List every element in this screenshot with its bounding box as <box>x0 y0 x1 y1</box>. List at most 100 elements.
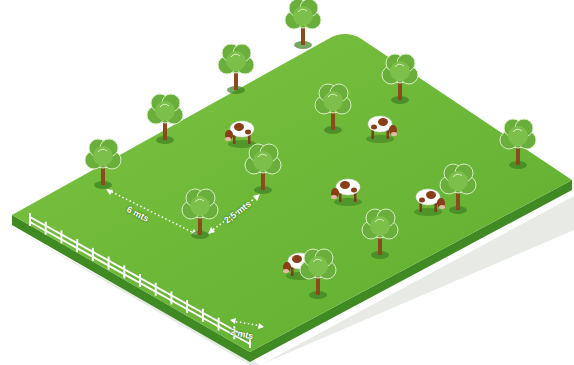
tree <box>440 164 476 214</box>
dimension-lines <box>106 189 264 329</box>
cow-spot <box>419 198 425 203</box>
tree <box>315 84 351 134</box>
cow-body <box>336 179 360 195</box>
tree-crown <box>508 126 528 146</box>
tree-highlight <box>395 64 404 67</box>
cow-spot <box>340 181 350 189</box>
cow-muzzle <box>283 269 289 273</box>
tree-crown <box>390 61 410 81</box>
fence-post <box>45 222 47 235</box>
tree-crown <box>293 6 313 26</box>
tree <box>147 94 183 144</box>
cow-head <box>283 262 291 272</box>
tree-trunk <box>198 217 202 235</box>
tree <box>300 249 336 299</box>
fence-rail <box>30 217 250 339</box>
cow-head <box>225 130 233 140</box>
tree <box>382 54 418 104</box>
cow-spot <box>371 125 377 130</box>
cow-muzzle <box>331 195 337 199</box>
tree-highlight <box>513 129 522 132</box>
fence-post <box>29 213 31 226</box>
fence-post <box>155 283 157 296</box>
arrowhead <box>208 227 215 234</box>
tree-crown <box>448 171 468 191</box>
tree-trunk <box>316 277 320 295</box>
fence-post <box>60 230 62 243</box>
fence <box>30 213 250 348</box>
tree <box>245 144 281 194</box>
fence-rail <box>30 222 250 344</box>
fence-post <box>202 309 204 322</box>
cow <box>225 121 256 148</box>
tree <box>500 119 536 169</box>
fence-post <box>92 248 94 261</box>
tree-highlight <box>375 219 384 222</box>
tree-highlight <box>258 154 267 157</box>
fence-post <box>123 265 125 278</box>
tree-highlight <box>328 94 337 97</box>
tree-crown <box>93 146 113 166</box>
tree-highlight <box>98 149 107 152</box>
cow-muzzle <box>225 137 231 141</box>
cow-shadow <box>334 198 362 206</box>
cow-body <box>230 121 254 137</box>
tree-crown <box>226 51 246 71</box>
fence-post <box>186 300 188 313</box>
cow-spot <box>378 118 388 126</box>
tree-trunk <box>234 72 238 90</box>
cow-shadow <box>366 135 394 143</box>
cow-spot <box>245 130 251 135</box>
tree-highlight <box>298 9 307 12</box>
tree-crown <box>155 101 175 121</box>
trees-and-cows <box>85 0 536 299</box>
tree <box>85 139 121 189</box>
cow-body <box>416 189 440 205</box>
tree <box>218 44 254 94</box>
tree-trunk <box>331 112 335 130</box>
cow <box>414 189 445 216</box>
tree-highlight <box>453 174 462 177</box>
tree-trunk <box>378 237 382 255</box>
tree <box>182 189 218 239</box>
cow-muzzle <box>439 205 445 209</box>
tree <box>285 0 321 49</box>
fence-post <box>108 257 110 270</box>
fence-post <box>139 274 141 287</box>
cow <box>331 179 362 206</box>
tree-crown <box>253 151 273 171</box>
cow-head <box>437 198 445 208</box>
cow-head <box>389 125 397 135</box>
arrowhead <box>230 318 236 324</box>
tree-highlight <box>231 54 240 57</box>
cow-spot <box>234 123 244 131</box>
tree-highlight <box>160 104 169 107</box>
tree-trunk <box>456 192 460 210</box>
cow-body <box>368 116 392 132</box>
cow-head <box>331 188 339 198</box>
arrowhead <box>106 189 113 195</box>
fence-post <box>76 239 78 252</box>
cow-spot <box>426 191 436 199</box>
tree-highlight <box>195 199 204 202</box>
tree-crown <box>370 216 390 236</box>
tree-trunk <box>516 147 520 165</box>
cow <box>366 116 397 143</box>
arrowhead <box>258 323 264 329</box>
tree-crown <box>308 256 328 276</box>
tree-trunk <box>301 27 305 45</box>
cow-spot <box>292 255 302 263</box>
fence-post <box>170 291 172 304</box>
arrowhead <box>253 194 260 201</box>
dimension-line <box>232 321 262 326</box>
tree <box>362 209 398 259</box>
fence-post <box>218 318 220 331</box>
tree-crown <box>323 91 343 111</box>
tree-trunk <box>163 122 167 140</box>
tree-highlight <box>313 259 322 262</box>
cow-shadow <box>414 208 442 216</box>
tree-crown <box>190 196 210 216</box>
tree-trunk <box>261 172 265 190</box>
